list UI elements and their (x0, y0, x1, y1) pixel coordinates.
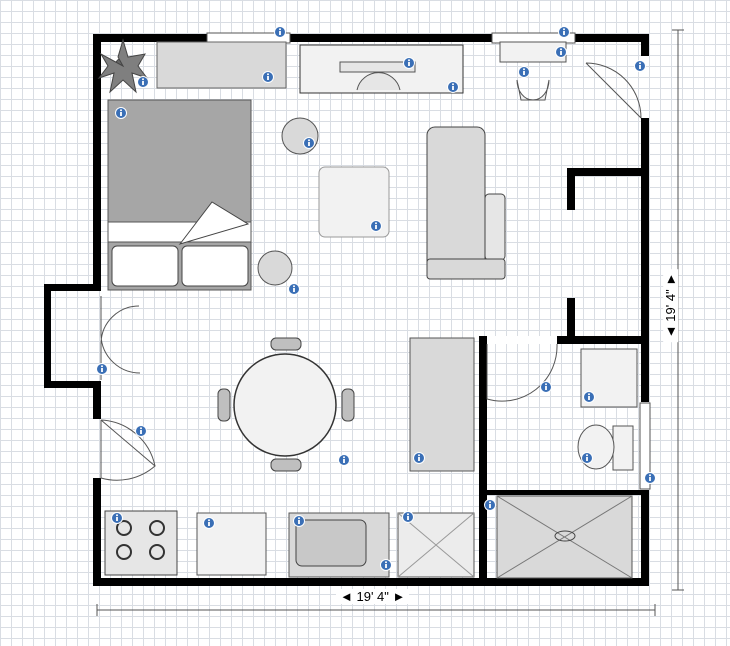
wall-right-lower (641, 490, 649, 586)
counter-cross (397, 512, 475, 578)
sofa-base (426, 258, 506, 280)
info-icon[interactable] (303, 137, 315, 149)
width-value: 19' 4" (356, 589, 389, 604)
wall-left-mid (93, 381, 101, 419)
info-icon[interactable] (274, 26, 286, 38)
dining-chair-bottom (270, 458, 302, 472)
info-icon[interactable] (558, 26, 570, 38)
info-icon[interactable] (203, 517, 215, 529)
info-icon[interactable] (402, 511, 414, 523)
vanity-chair (516, 79, 550, 101)
info-icon[interactable] (583, 391, 595, 403)
pillow-right (181, 245, 249, 287)
info-icon[interactable] (403, 57, 415, 69)
info-icon[interactable] (555, 46, 567, 58)
wall-bath-top (479, 336, 648, 344)
wall-closet-stub-lower (567, 298, 575, 340)
wall-left-lower (93, 478, 101, 586)
dining-chair-left (217, 388, 231, 422)
info-icon[interactable] (135, 425, 147, 437)
wall-right-mid (641, 118, 649, 402)
dimension-height-label: ◄ 19' 4" ► (663, 268, 679, 343)
wall-alcove-top (44, 284, 101, 291)
info-icon[interactable] (338, 454, 350, 466)
info-icon[interactable] (380, 559, 392, 571)
arrow-down-icon: ► (663, 272, 679, 286)
wall-alcove-bottom (44, 381, 101, 388)
arrow-left-icon: ◄ (340, 589, 353, 604)
wall-bath-left (479, 336, 487, 586)
wall-left-upper (93, 34, 101, 290)
cabinet (409, 337, 475, 472)
info-icon[interactable] (293, 515, 305, 527)
wall-right-top (641, 34, 649, 56)
wall-top (93, 34, 648, 42)
wall-closet-top (567, 168, 648, 176)
bath-sink (580, 348, 638, 408)
door-entry-right (585, 62, 642, 119)
pillow-left (111, 245, 179, 287)
info-icon[interactable] (262, 71, 274, 83)
round-side-table (281, 117, 319, 155)
dining-chair-top (270, 337, 302, 351)
ottoman (318, 166, 390, 238)
info-icon[interactable] (288, 283, 300, 295)
info-icon[interactable] (644, 472, 656, 484)
info-icon[interactable] (111, 512, 123, 524)
sofa-arm (484, 193, 506, 261)
toilet-tank (612, 425, 634, 471)
kitchen-sink-basin (295, 519, 367, 567)
bed-corner-fold (178, 201, 250, 245)
wall-alcove-left (44, 284, 51, 388)
arrow-right-icon: ► (392, 589, 406, 604)
dining-table (233, 353, 337, 457)
sofa (426, 126, 486, 278)
stove-burners (116, 520, 165, 560)
info-icon[interactable] (96, 363, 108, 375)
info-icon[interactable] (413, 452, 425, 464)
walls (44, 34, 649, 586)
info-icon[interactable] (540, 381, 552, 393)
shower-slope (496, 495, 633, 579)
info-icon[interactable] (484, 499, 496, 511)
door-left-lower (100, 419, 156, 481)
arrow-up-icon: ◄ (663, 325, 679, 339)
door-bath (486, 343, 558, 402)
info-badges (96, 26, 656, 571)
plant-icon (97, 38, 149, 94)
wall-closet-stub-upper (567, 168, 575, 210)
window-bath (639, 402, 651, 490)
dining-chair-right (341, 388, 355, 422)
info-icon[interactable] (115, 107, 127, 119)
info-icon[interactable] (137, 76, 149, 88)
height-value: 19' 4" (663, 289, 679, 322)
stool (257, 250, 293, 286)
info-icon[interactable] (518, 66, 530, 78)
info-icon[interactable] (447, 81, 459, 93)
info-icon[interactable] (581, 452, 593, 464)
wall-bottom (93, 578, 648, 586)
bath-door-opening (487, 336, 557, 344)
dimension-width-label: ◄ 19' 4" ► (336, 589, 410, 604)
info-icon[interactable] (370, 220, 382, 232)
shower-drain-icon (554, 530, 576, 542)
desk-monitor (339, 61, 416, 73)
doors (100, 62, 642, 481)
wall-shower-top (487, 490, 641, 495)
desk-chair (356, 72, 401, 91)
wall-bath-top-right (575, 336, 585, 344)
door-alcove (100, 296, 141, 380)
info-icon[interactable] (634, 60, 646, 72)
